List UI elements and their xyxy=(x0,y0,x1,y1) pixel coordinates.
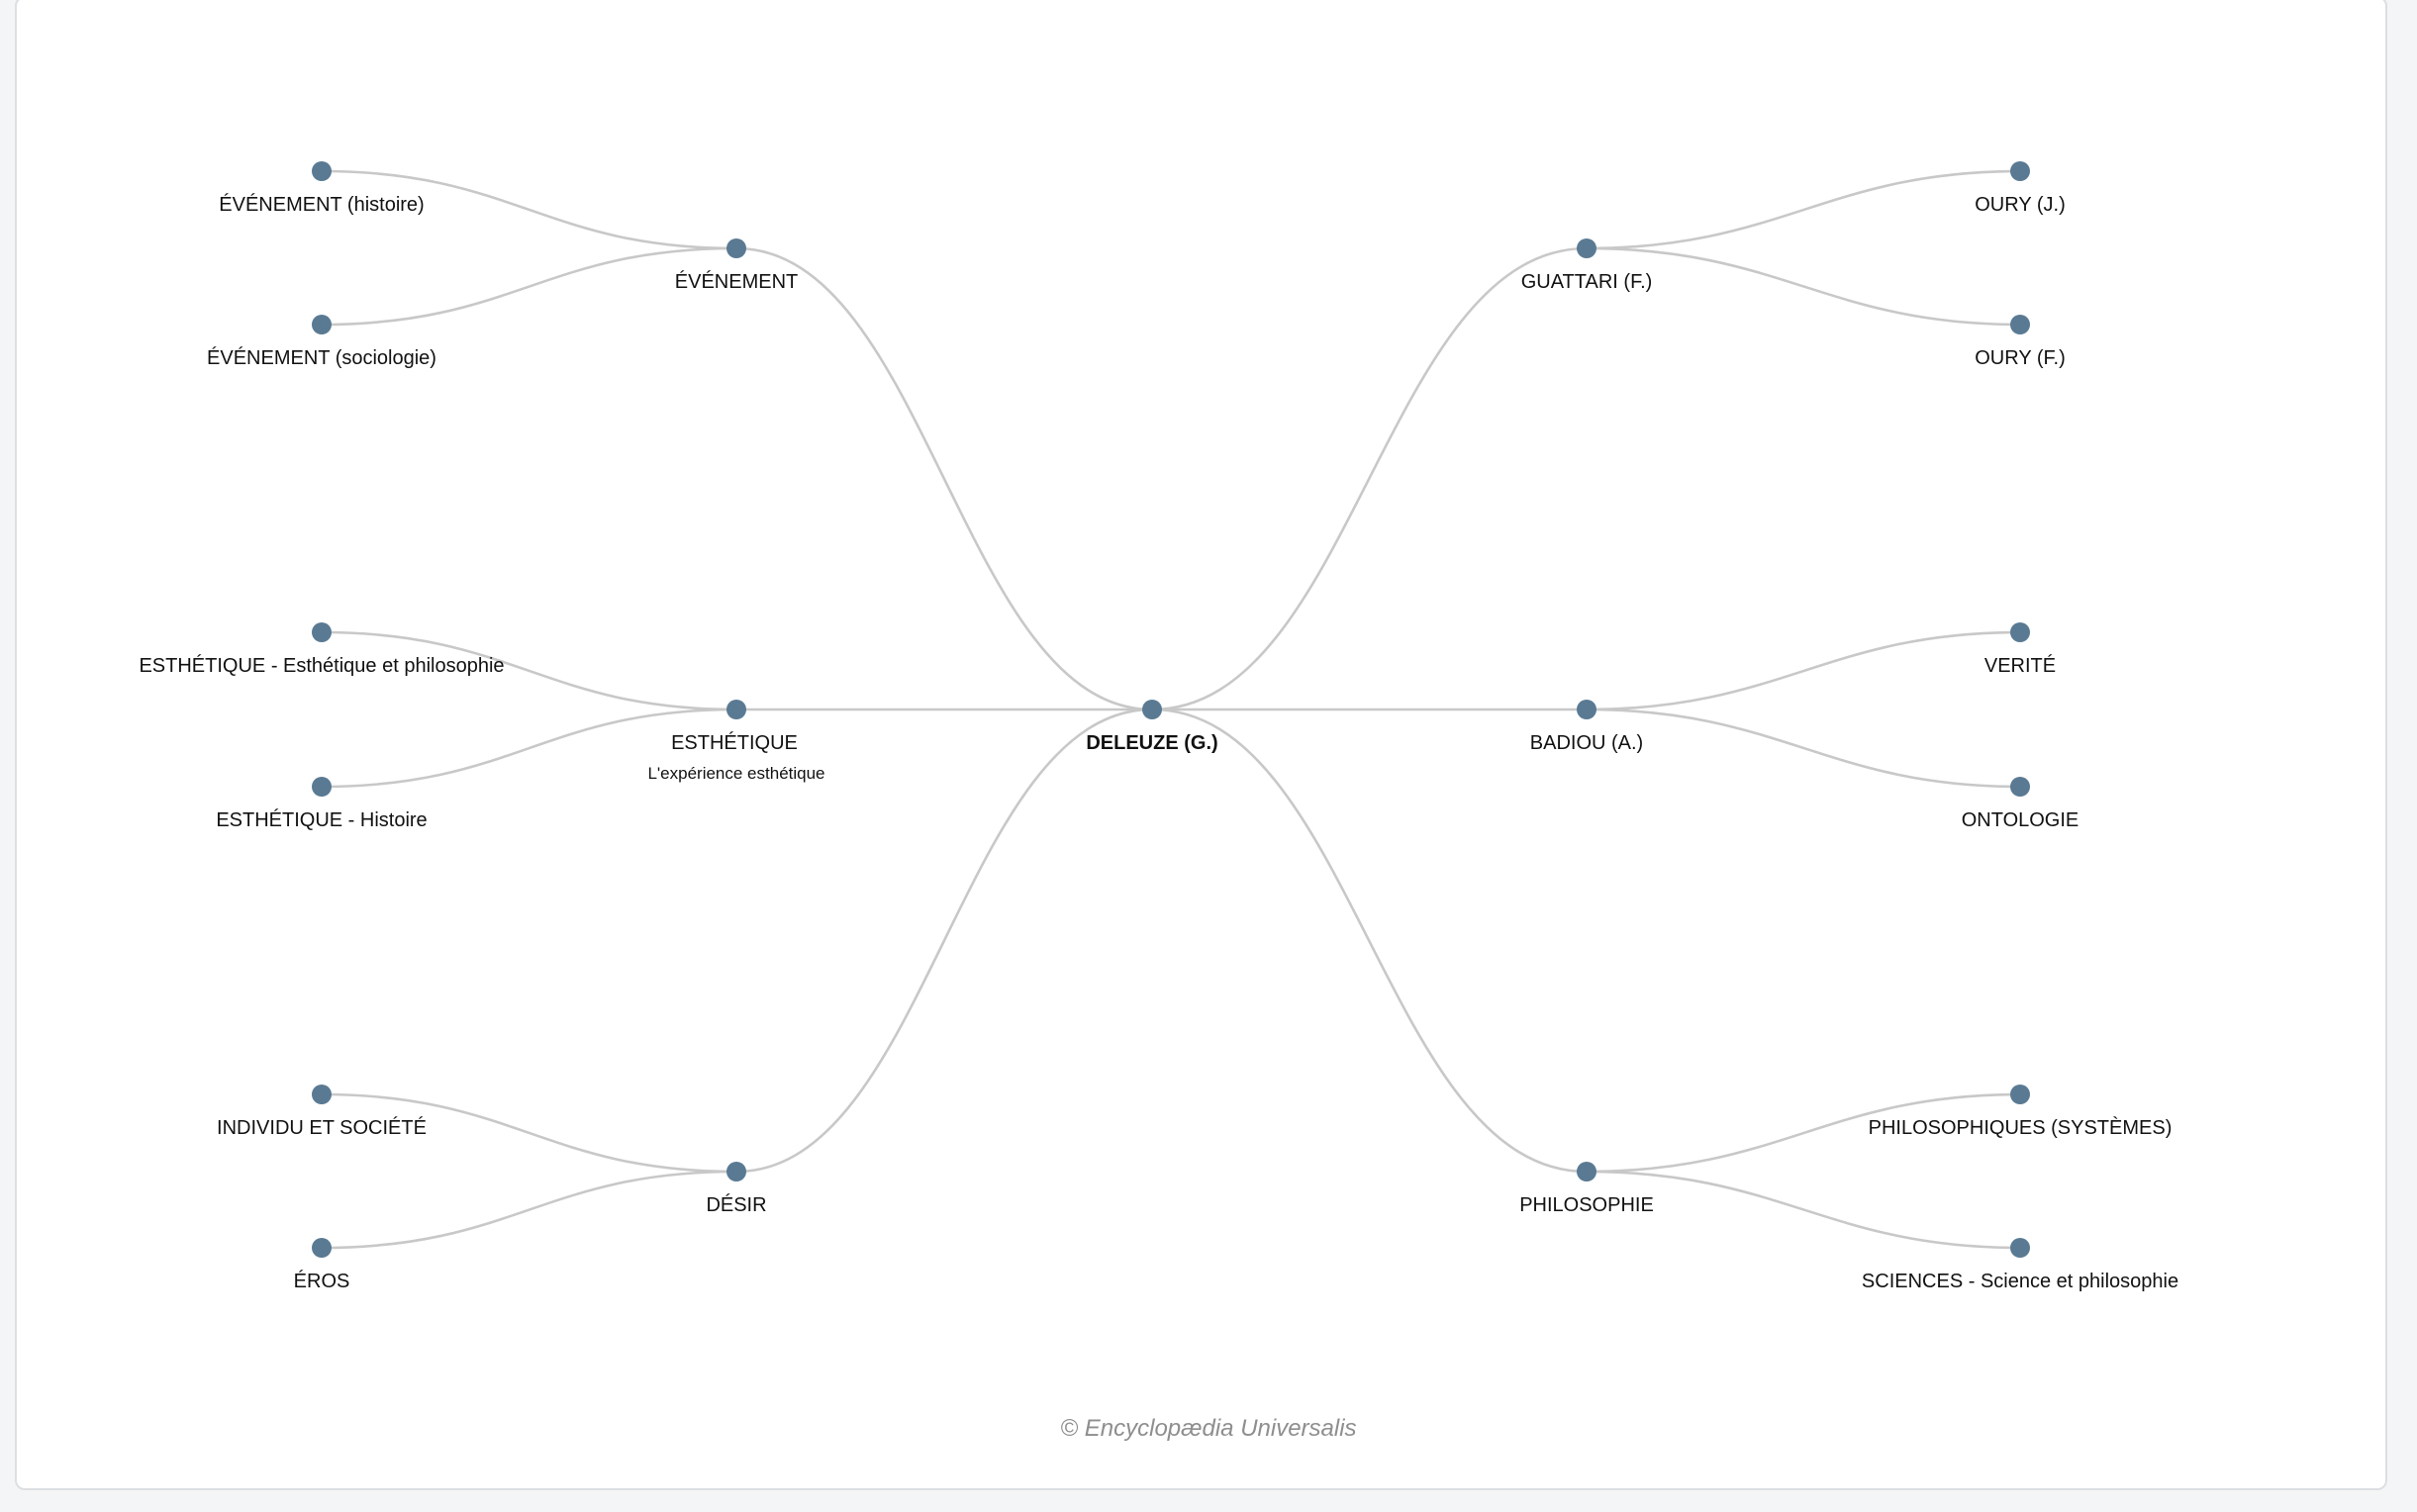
link-desir-eros xyxy=(321,1170,737,1250)
node-philosophie-dot xyxy=(1577,1162,1596,1181)
link-philosophie-sciences xyxy=(1586,1170,2021,1250)
node-ontologie-dot xyxy=(2010,777,2030,797)
node-oury-j-label: OURY (J.) xyxy=(1975,194,2066,216)
node-oury-f-label: OURY (F.) xyxy=(1975,347,2066,369)
node-evenement-dot xyxy=(726,238,746,258)
node-philosophiques-systemes[interactable]: PHILOSOPHIQUES (SYSTÈMES) xyxy=(1869,1085,2173,1139)
node-esthetique-sublabel: L'expérience esthétique xyxy=(647,764,824,783)
node-oury-j[interactable]: OURY (J.) xyxy=(1975,161,2066,216)
node-verite-label: VERITÉ xyxy=(1984,654,2056,677)
node-verite-dot xyxy=(2010,622,2030,642)
node-evenement-histoire-dot xyxy=(312,161,332,181)
node-philosophiques-systemes-dot xyxy=(2010,1085,2030,1104)
node-guattari[interactable]: GUATTARI (F.) xyxy=(1521,238,1653,293)
node-individu-societe[interactable]: INDIVIDU ET SOCIÉTÉ xyxy=(217,1085,427,1139)
node-individu-societe-dot xyxy=(312,1085,332,1104)
link-center-philosophie xyxy=(1151,708,1588,1174)
link-center-desir xyxy=(735,708,1153,1174)
node-esthetique[interactable]: ESTHÉTIQUE L'expérience esthétique xyxy=(647,700,825,783)
node-esthetique-histoire[interactable]: ESTHÉTIQUE - Histoire xyxy=(216,777,428,831)
node-evenement-histoire[interactable]: ÉVÉNEMENT (histoire) xyxy=(219,161,425,216)
node-sciences-philosophie-label: SCIENCES - Science et philosophie xyxy=(1862,1271,2178,1292)
node-evenement[interactable]: ÉVÉNEMENT xyxy=(675,238,798,293)
node-desir-dot xyxy=(726,1162,746,1181)
link-center-evenement xyxy=(735,246,1153,711)
node-oury-f[interactable]: OURY (F.) xyxy=(1975,315,2066,369)
node-eros-label: ÉROS xyxy=(294,1270,350,1292)
node-evenement-histoire-label: ÉVÉNEMENT (histoire) xyxy=(219,193,424,216)
node-esthetique-histoire-dot xyxy=(312,777,332,797)
link-desir-individu xyxy=(321,1092,737,1174)
link-center-guattari xyxy=(1151,246,1588,711)
node-oury-f-dot xyxy=(2010,315,2030,334)
node-eros[interactable]: ÉROS xyxy=(294,1238,350,1292)
node-guattari-label: GUATTARI (F.) xyxy=(1521,271,1653,293)
node-evenement-label: ÉVÉNEMENT xyxy=(675,270,798,293)
node-ontologie[interactable]: ONTOLOGIE xyxy=(1962,777,2079,831)
node-esthetique-histoire-label: ESTHÉTIQUE - Histoire xyxy=(216,808,427,831)
node-individu-societe-label: INDIVIDU ET SOCIÉTÉ xyxy=(217,1116,427,1139)
link-evenement-sociologie xyxy=(321,246,737,327)
node-verite[interactable]: VERITÉ xyxy=(1984,622,2056,677)
node-center[interactable]: DELEUZE (G.) xyxy=(1086,700,1218,754)
node-sciences-philosophie-dot xyxy=(2010,1238,2030,1258)
node-evenement-sociologie[interactable]: ÉVÉNEMENT (sociologie) xyxy=(207,315,436,369)
node-evenement-sociologie-dot xyxy=(312,315,332,334)
node-philosophie[interactable]: PHILOSOPHIE xyxy=(1519,1162,1654,1216)
node-esthetique-dot xyxy=(726,700,746,719)
node-oury-j-dot xyxy=(2010,161,2030,181)
node-eros-dot xyxy=(312,1238,332,1258)
copyright-notice: © Encyclopædia Universalis xyxy=(1060,1415,1357,1442)
link-evenement-histoire xyxy=(321,169,737,250)
link-badiou-verite xyxy=(1586,630,2021,711)
node-ontologie-label: ONTOLOGIE xyxy=(1962,809,2079,831)
link-badiou-ontologie xyxy=(1586,708,2021,789)
link-guattari-oury-j xyxy=(1586,169,2021,250)
node-guattari-dot xyxy=(1577,238,1596,258)
node-center-label: DELEUZE (G.) xyxy=(1086,732,1217,754)
node-badiou-label: BADIOU (A.) xyxy=(1530,732,1643,754)
node-esthetique-label: ESTHÉTIQUE xyxy=(671,731,798,754)
node-desir[interactable]: DÉSIR xyxy=(706,1162,767,1216)
node-esthetique-philosophie-dot xyxy=(312,622,332,642)
link-guattari-oury-f xyxy=(1586,246,2021,327)
node-sciences-philosophie[interactable]: SCIENCES - Science et philosophie xyxy=(1862,1238,2178,1292)
node-philosophiques-systemes-label: PHILOSOPHIQUES (SYSTÈMES) xyxy=(1869,1116,2173,1139)
node-desir-label: DÉSIR xyxy=(706,1193,766,1216)
node-evenement-sociologie-label: ÉVÉNEMENT (sociologie) xyxy=(207,346,436,369)
link-esthetique-philosophie xyxy=(321,630,737,711)
node-esthetique-philosophie[interactable]: ESTHÉTIQUE - Esthétique et philosophie xyxy=(139,622,505,677)
node-badiou[interactable]: BADIOU (A.) xyxy=(1530,700,1643,754)
node-badiou-dot xyxy=(1577,700,1596,719)
node-philosophie-label: PHILOSOPHIE xyxy=(1519,1194,1654,1216)
link-esthetique-histoire xyxy=(321,708,737,789)
node-esthetique-philosophie-label: ESTHÉTIQUE - Esthétique et philosophie xyxy=(139,654,504,677)
link-philosophie-systemes xyxy=(1586,1092,2021,1174)
node-center-dot xyxy=(1142,700,1162,719)
